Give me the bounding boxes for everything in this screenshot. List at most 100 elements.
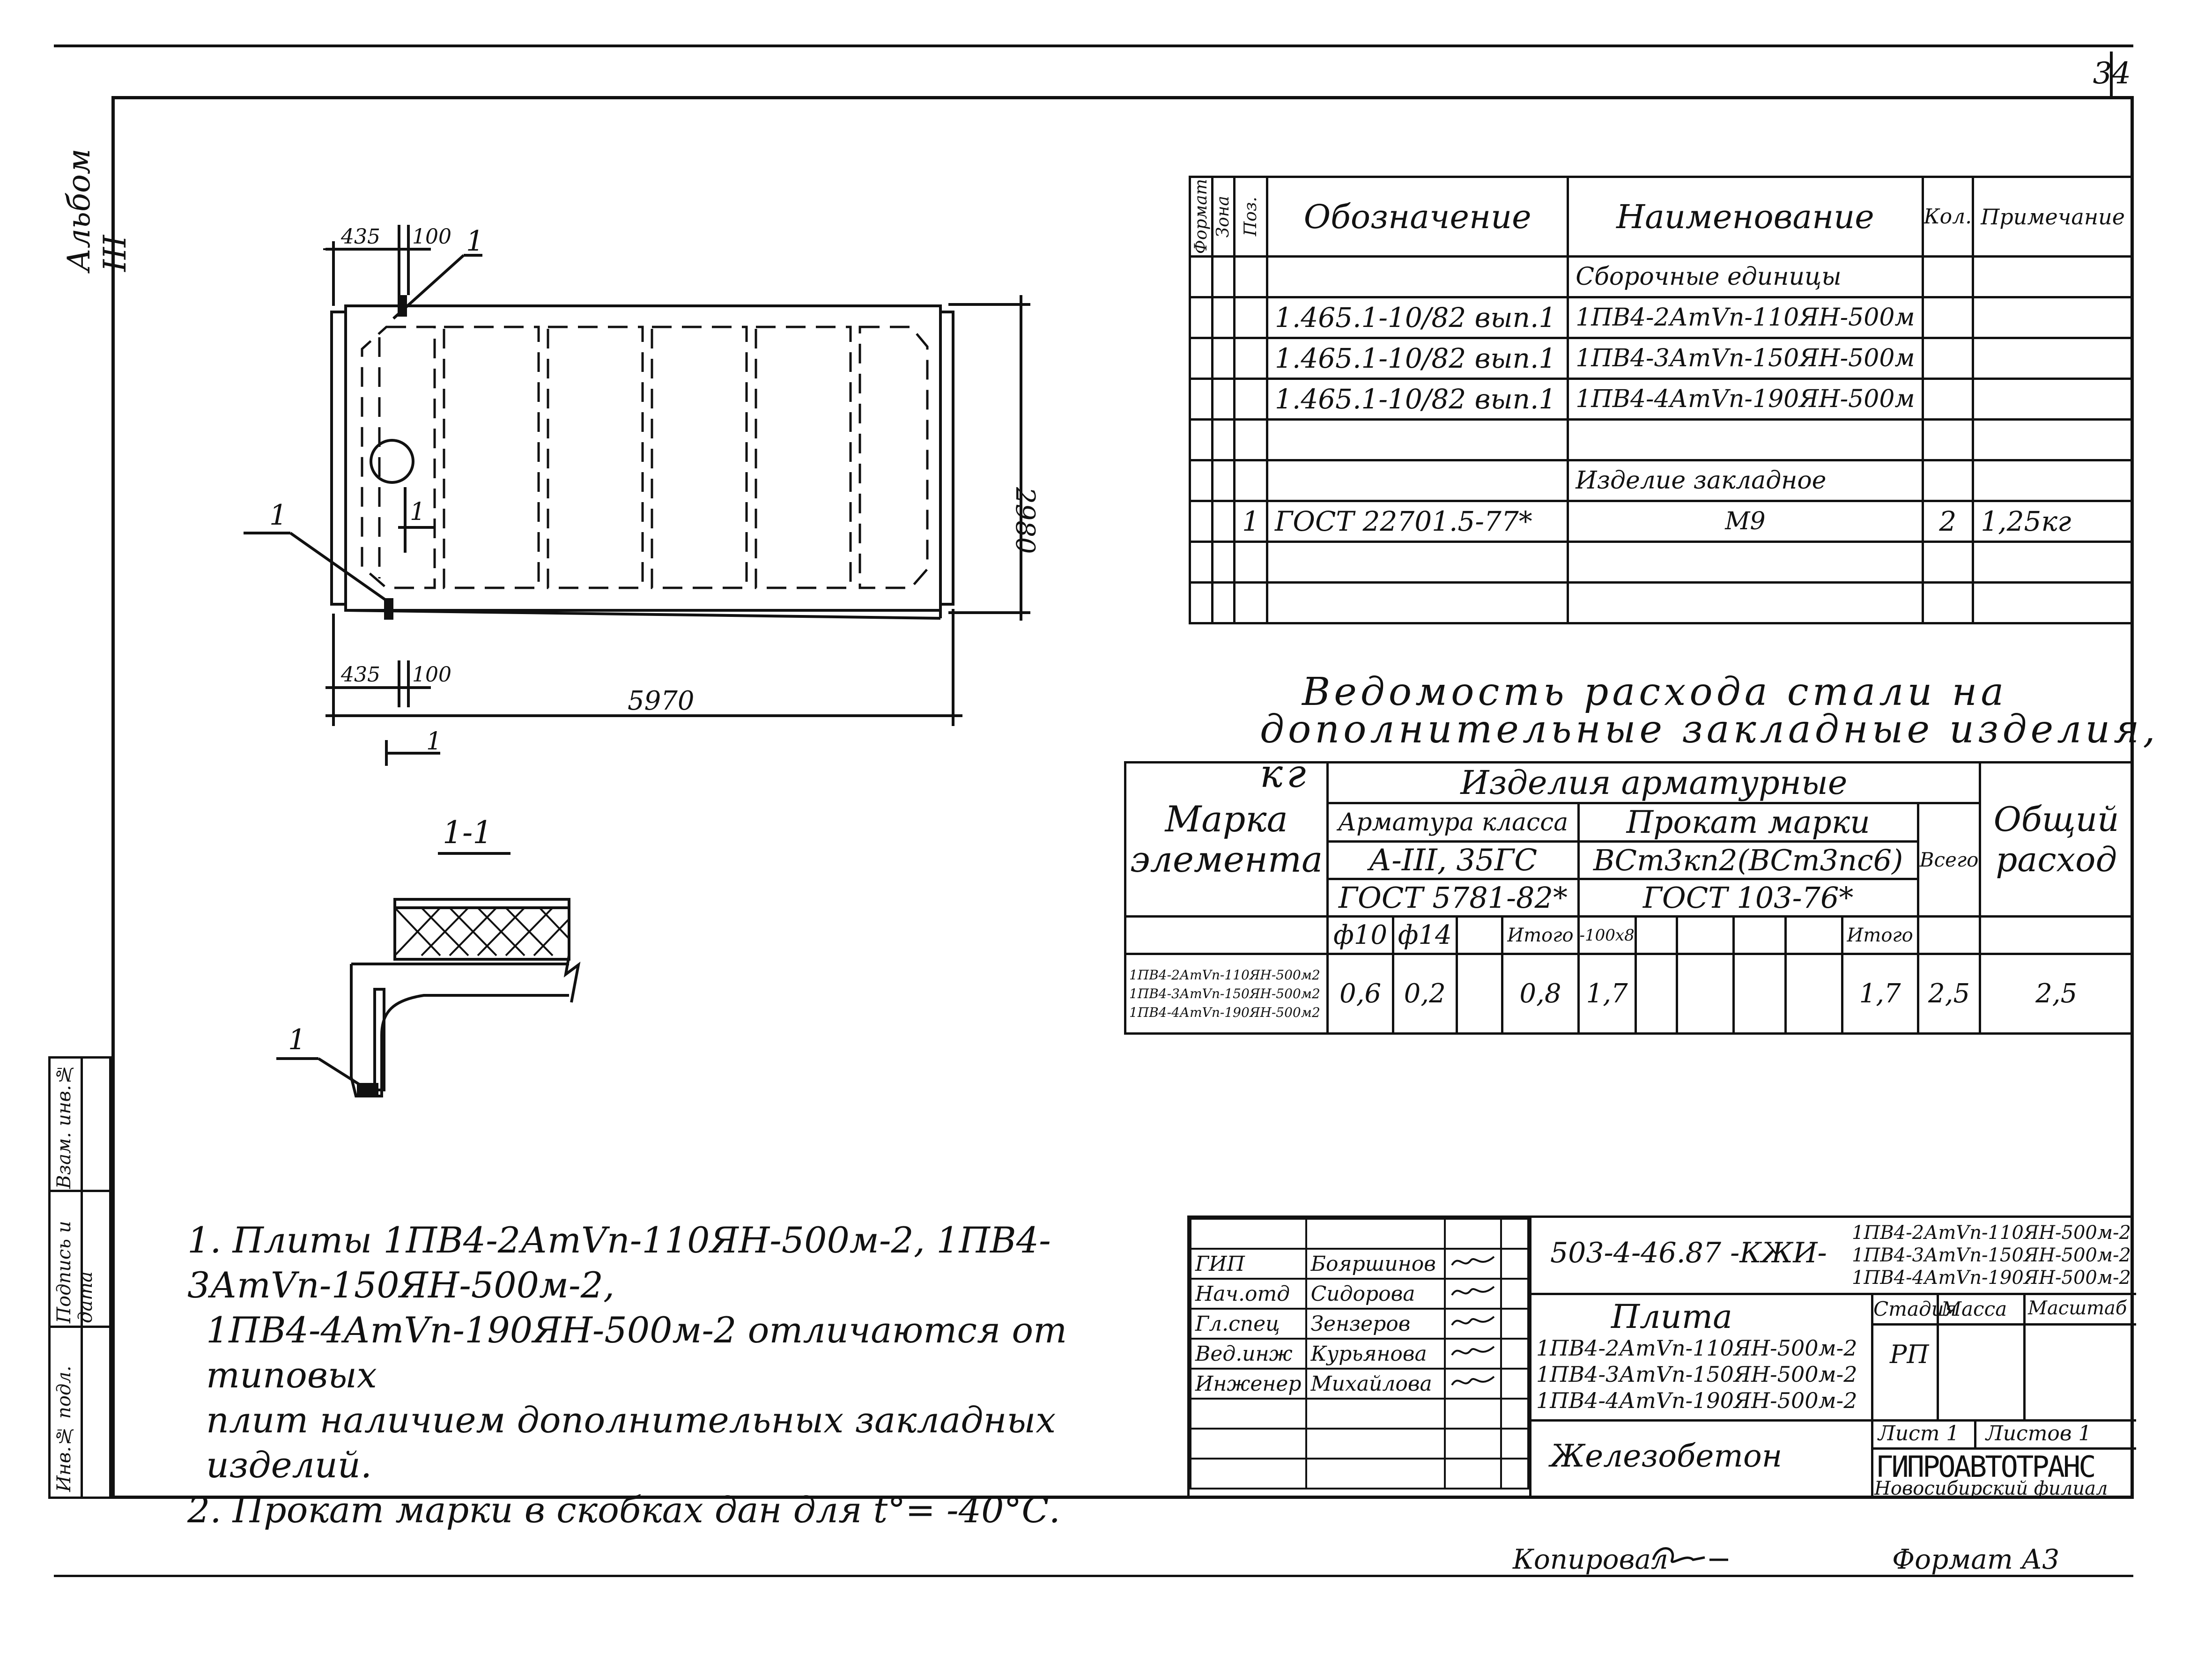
album-label: Альбом III bbox=[61, 148, 133, 272]
spec-cell-name bbox=[1567, 581, 1924, 624]
spec-cell-designation: 1.465.1-10/82 вып.1 bbox=[1266, 378, 1569, 421]
steel-val-d10: 0,6 bbox=[1326, 953, 1394, 1035]
mass-label: Масса bbox=[1941, 1297, 2007, 1320]
page-number-box bbox=[2110, 52, 2136, 96]
steel-overall-header: Общий расход bbox=[1979, 761, 2134, 918]
steel-val-d14: 0,2 bbox=[1391, 953, 1458, 1035]
spec-cell-qty: 2 bbox=[1921, 500, 1975, 543]
signature bbox=[1443, 1278, 1502, 1310]
section-title: 1-1 bbox=[443, 815, 492, 851]
people-role: Инженер bbox=[1190, 1368, 1307, 1400]
spec-cell-name bbox=[1567, 541, 1924, 584]
spec-cell-qty bbox=[1921, 459, 1975, 502]
spec-cell-pos bbox=[1233, 296, 1269, 339]
steel-rebar-gost: ГОСТ 5781-82* bbox=[1326, 878, 1580, 918]
spec-cell-note bbox=[1972, 296, 2134, 339]
notes: 1. Плиты 1ПВ4-2АтVп-110ЯН-500м-2, 1ПВ4-3… bbox=[187, 1218, 1180, 1533]
spec-cell-designation bbox=[1266, 418, 1569, 461]
sheets-label: Листов 1 bbox=[1986, 1422, 2092, 1445]
spec-cell-note bbox=[1972, 337, 2134, 380]
people-name: Сидорова bbox=[1305, 1278, 1446, 1310]
spec-cell-name bbox=[1567, 418, 1924, 461]
spec-cell-designation: ГОСТ 22701.5-77* bbox=[1266, 500, 1569, 543]
steel-col-itogo: Итого bbox=[1501, 915, 1580, 955]
dim-bottom-left: 435 bbox=[340, 663, 380, 687]
spec-row: Изделие закладное bbox=[1189, 459, 2134, 502]
org-branch: Новосибирский филиал bbox=[1874, 1478, 2108, 1499]
spec-cell-qty bbox=[1921, 418, 1975, 461]
steel-title-line1: Ведомость расхода стали на bbox=[1302, 670, 2008, 714]
rib-panel-4 bbox=[651, 326, 748, 589]
product-lines: 1ПВ4-2АтVп-110ЯН-500м-2 1ПВ4-3АтVп-150ЯН… bbox=[1536, 1335, 1857, 1413]
lifting-hole bbox=[370, 439, 414, 484]
people-role: ГИП bbox=[1190, 1248, 1307, 1280]
spec-cell-qty bbox=[1921, 337, 1975, 380]
steel-rolled-grade: ВСт3кп2(ВСт3пс6) bbox=[1577, 840, 1919, 880]
top-rule bbox=[54, 44, 2133, 47]
spec-row bbox=[1189, 541, 2134, 584]
hdr-designation: Обозначение bbox=[1266, 176, 1569, 258]
spec-cell-note bbox=[1972, 581, 2134, 624]
bottom-rule bbox=[54, 1575, 2133, 1577]
spec-cell-pos: 1 bbox=[1233, 500, 1269, 543]
steel-val-100x8: 1,7 bbox=[1577, 953, 1637, 1035]
steel-val-itogo2: 1,7 bbox=[1841, 953, 1919, 1035]
page-number: 34 bbox=[2093, 56, 2131, 91]
stamp-inv-original: Инв.№ подл. bbox=[53, 1365, 75, 1492]
side-stamp: Взам. инв.№ Подпись и дата Инв.№ подл. bbox=[48, 1056, 111, 1499]
rib-panel-5 bbox=[755, 326, 852, 589]
spec-cell-note bbox=[1972, 255, 2134, 298]
spec-cell-qty bbox=[1921, 255, 1975, 298]
steel-total-header: Всего bbox=[1916, 802, 1982, 918]
people-role: Вед.инж bbox=[1190, 1338, 1307, 1370]
people-name: Михайлова bbox=[1305, 1368, 1446, 1400]
section-view: 1-1 1 bbox=[276, 815, 581, 1097]
spec-cell-pos bbox=[1233, 255, 1269, 298]
note-line-3: плит наличием дополнительных закладных и… bbox=[206, 1399, 1056, 1486]
spec-cell-pos bbox=[1233, 418, 1269, 461]
spec-cell-designation bbox=[1266, 581, 1569, 624]
people-name: Зензеров bbox=[1305, 1308, 1446, 1340]
spec-cell-pos bbox=[1233, 337, 1269, 380]
spec-cell-pos bbox=[1233, 541, 1269, 584]
steel-products-header: Изделия арматурные bbox=[1326, 761, 1982, 804]
dim-top-left: 435 bbox=[340, 225, 380, 249]
slab-outline bbox=[344, 304, 942, 612]
rib-panel-3 bbox=[547, 326, 644, 589]
spec-row bbox=[1189, 418, 2134, 461]
dim-top-right: 100 bbox=[412, 225, 451, 249]
spec-cell-pos bbox=[1233, 459, 1269, 502]
note-line-4: 2. Прокат марки в скобках дан для t°= -4… bbox=[187, 1489, 1060, 1531]
spec-cell-qty bbox=[1921, 296, 1975, 339]
signature bbox=[1443, 1248, 1502, 1280]
steel-val-itogo: 0,8 bbox=[1501, 953, 1580, 1035]
spec-cell-qty bbox=[1921, 581, 1975, 624]
stage-label: Стадия bbox=[1873, 1297, 1957, 1320]
people-role: Нач.отд bbox=[1190, 1278, 1307, 1310]
dim-bottom-right: 100 bbox=[412, 663, 451, 687]
section-mark-plan: 1 bbox=[410, 498, 425, 526]
section-callout: 1 bbox=[288, 1023, 306, 1056]
people-name: Курьянова bbox=[1305, 1338, 1446, 1370]
spec-cell-designation bbox=[1266, 459, 1569, 502]
signature bbox=[1443, 1368, 1502, 1400]
spec-cell-note bbox=[1972, 378, 2134, 421]
spec-cell-note bbox=[1972, 459, 2134, 502]
rib-panel-2 bbox=[443, 326, 540, 589]
sheet-label: Лист 1 bbox=[1878, 1422, 1960, 1445]
doc-code: 503-4-46.87 -КЖИ- bbox=[1550, 1237, 1827, 1269]
spec-cell-name: Изделие закладное bbox=[1567, 459, 1924, 502]
people-role: Гл.спец bbox=[1190, 1308, 1307, 1340]
scale-label: Масштаб bbox=[2028, 1297, 2127, 1319]
steel-rolled-gost: ГОСТ 103-76* bbox=[1577, 878, 1919, 918]
dim-width: 2980 bbox=[1010, 487, 1040, 554]
hdr-pos: Поз. bbox=[1241, 197, 1261, 237]
steel-val-total: 2,5 bbox=[1916, 953, 1982, 1035]
hdr-qty: Кол. bbox=[1921, 176, 1975, 258]
